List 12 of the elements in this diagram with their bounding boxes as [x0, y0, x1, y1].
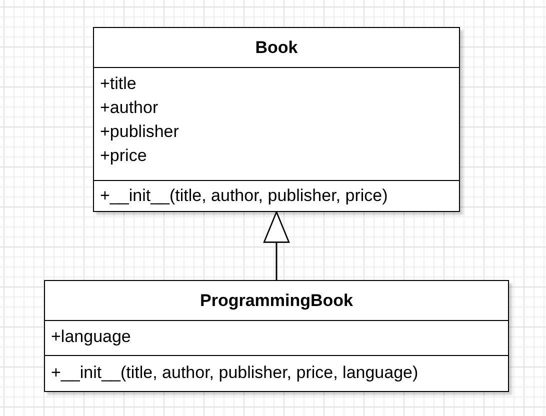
- method-text: +__init__(title, author, publisher, price): [100, 184, 388, 206]
- attribute-text: +price: [100, 145, 147, 167]
- inheritance-arrow: [263, 211, 290, 280]
- class-name: Book: [255, 36, 298, 58]
- class-box: [44, 280, 509, 392]
- attribute-text: +author: [100, 97, 158, 119]
- class-box: [93, 27, 460, 212]
- attribute-text: +language: [51, 326, 131, 348]
- attribute-text: +title: [100, 73, 136, 95]
- attribute-text: +publisher: [100, 121, 179, 143]
- class-name: ProgrammingBook: [200, 290, 354, 312]
- method-text: +__init__(title, author, publisher, price, language): [51, 362, 418, 384]
